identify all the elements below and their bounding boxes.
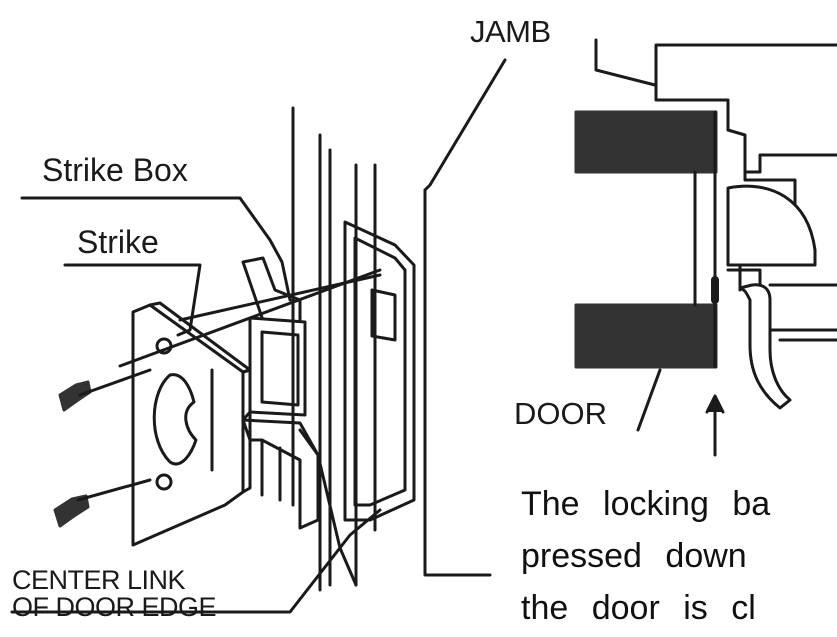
leader-strike-box xyxy=(20,196,292,302)
label-center-link-line2: OF DOOR EDGE xyxy=(12,592,217,622)
door-frame xyxy=(423,188,492,577)
door-block-upper xyxy=(574,110,718,174)
cross-section xyxy=(574,43,837,410)
label-center-link: CENTER LINK OF DOOR EDGE xyxy=(12,565,217,622)
label-strike: Strike xyxy=(77,224,159,260)
screw-upper xyxy=(58,380,92,412)
leader-center-link xyxy=(10,508,382,614)
label-door: DOOR xyxy=(514,396,607,431)
caption-line-1: The locking ba xyxy=(521,485,771,523)
leader-lines xyxy=(10,38,662,614)
jamb-section xyxy=(654,43,837,132)
door-block-lower xyxy=(574,303,718,369)
locking-bar xyxy=(738,283,792,410)
up-arrow-icon xyxy=(705,394,725,457)
label-center-link-line1: CENTER LINK xyxy=(12,565,186,595)
door-edge xyxy=(291,106,416,592)
leader-door xyxy=(636,368,662,432)
leader-strike xyxy=(63,263,202,337)
screw-lower xyxy=(53,494,90,528)
screws xyxy=(53,380,92,528)
caption-line-3: the door is cl xyxy=(521,589,756,627)
strike-latch-opening xyxy=(152,373,198,466)
leader-jamb xyxy=(594,38,657,87)
caption-line-2: pressed down xyxy=(521,537,747,575)
strike-plate xyxy=(131,301,252,547)
label-jamb: JAMB xyxy=(470,14,551,49)
strike-screw-hole-lower xyxy=(155,473,173,491)
label-strike-box: Strike Box xyxy=(42,152,188,188)
latch-bolt xyxy=(726,184,817,267)
caption-text: The locking ba pressed down the door is … xyxy=(521,478,837,634)
